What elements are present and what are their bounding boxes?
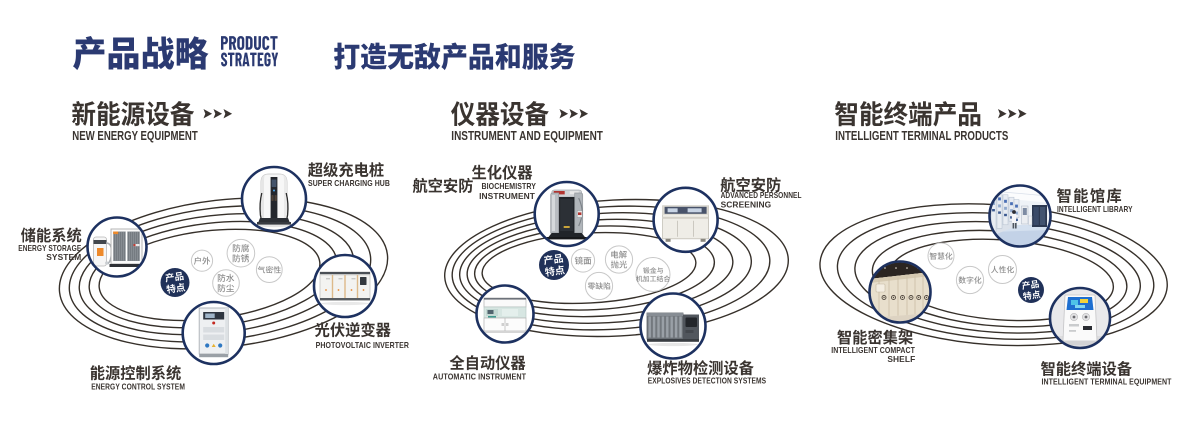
svg-text:INTELLIGENT COMPACT: INTELLIGENT COMPACT <box>831 345 915 355</box>
svg-text:INTELLIGENT TERMINAL EQUIPMENT: INTELLIGENT TERMINAL EQUIPMENT <box>1042 376 1173 386</box>
svg-text:INTELLIGENT TERMINAL PRODUCTS: INTELLIGENT TERMINAL PRODUCTS <box>835 128 1008 143</box>
svg-text:INSTRUMENT: INSTRUMENT <box>479 191 536 201</box>
svg-text:SYSTEM: SYSTEM <box>46 252 81 262</box>
svg-text:INTELLIGENT LIBRARY: INTELLIGENT LIBRARY <box>1057 204 1133 214</box>
svg-text:BIOCHEMISTRY: BIOCHEMISTRY <box>482 181 537 191</box>
svg-text:INSTRUMENT AND EQUIPMENT: INSTRUMENT AND EQUIPMENT <box>451 128 603 143</box>
svg-text:ADVANCED PERSONNEL: ADVANCED PERSONNEL <box>721 190 802 200</box>
svg-text:SHELF: SHELF <box>887 354 915 364</box>
svg-text:NEW ENERGY EQUIPMENT: NEW ENERGY EQUIPMENT <box>72 128 197 143</box>
svg-text:ENERGY STORAGE: ENERGY STORAGE <box>18 243 81 253</box>
svg-text:ENERGY CONTROL SYSTEM: ENERGY CONTROL SYSTEM <box>91 381 185 391</box>
svg-text:EXPLOSIVES DETECTION SYSTEMS: EXPLOSIVES DETECTION SYSTEMS <box>648 375 767 385</box>
svg-text:AUTOMATIC INSTRUMENT: AUTOMATIC INSTRUMENT <box>433 371 527 381</box>
svg-text:SUPER CHARGING HUB: SUPER CHARGING HUB <box>308 178 390 188</box>
svg-text:SCREENING: SCREENING <box>721 199 772 209</box>
svg-text:PHOTOVOLTAIC INVERTER: PHOTOVOLTAIC INVERTER <box>316 340 409 350</box>
